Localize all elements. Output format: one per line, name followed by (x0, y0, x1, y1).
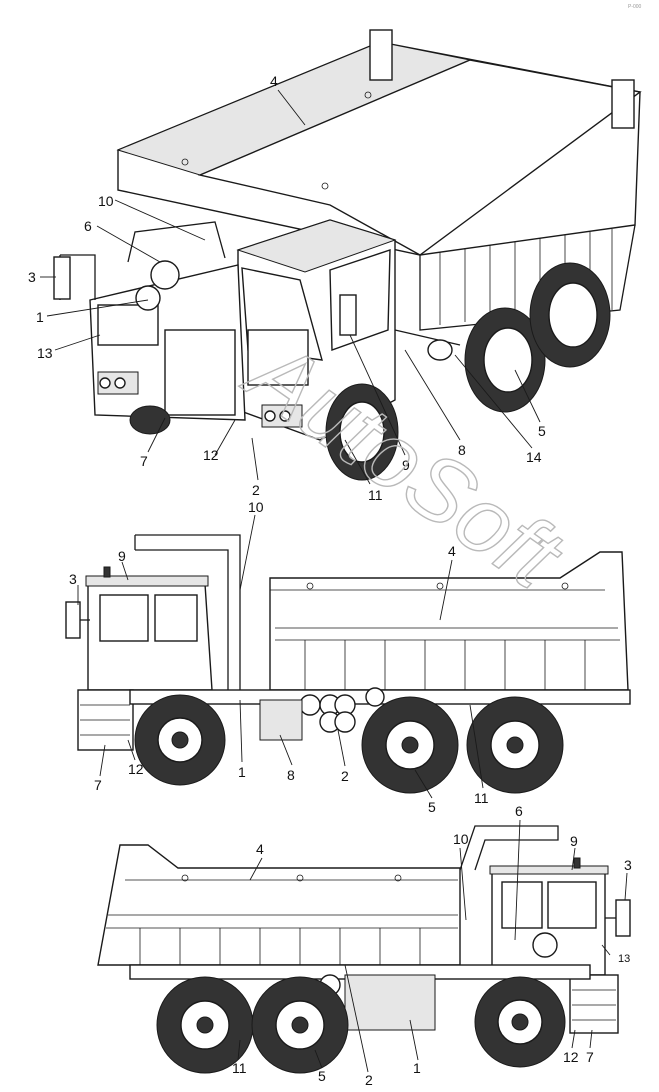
right-callout-8: 5 (318, 1068, 326, 1084)
right-callout-2: 10 (453, 831, 469, 847)
iso-callout-11: 8 (458, 442, 466, 458)
iso-callout-1: 4 (270, 73, 278, 89)
left-callout-5: 7 (94, 777, 102, 793)
side-left-view: 10 9 3 4 7 12 1 8 2 5 11 (65, 499, 631, 815)
iso-callout-10: 9 (402, 457, 410, 473)
iso-leaders (40, 89, 541, 485)
iso-callout-2: 10 (98, 193, 114, 209)
iso-front (53, 221, 309, 428)
right-callout-4: 9 (570, 833, 578, 849)
iso-callout-14: 11 (368, 487, 383, 503)
side-right-view: 4 10 6 9 3 13 11 5 2 1 12 7 (97, 803, 632, 1088)
iso-callout-3: 6 (84, 218, 92, 234)
left-callout-1: 10 (248, 499, 264, 515)
left-callout-8: 8 (287, 767, 295, 783)
left-dump-body (269, 551, 629, 691)
right-callout-11: 12 (563, 1049, 579, 1065)
iso-callout-8: 12 (203, 447, 219, 463)
right-wheels (156, 976, 566, 1074)
right-callout-7: 11 (232, 1060, 247, 1076)
right-callout-1: 4 (256, 841, 264, 857)
right-callout-9: 2 (365, 1072, 373, 1088)
right-cab (489, 857, 631, 1034)
iso-callout-9: 2 (252, 482, 260, 498)
left-wheels (134, 694, 564, 794)
iso-callout-5: 1 (36, 309, 44, 325)
left-callout-3: 3 (69, 571, 77, 587)
left-callout-6: 12 (128, 761, 144, 777)
iso-callout-13: 5 (538, 423, 546, 439)
right-callout-5: 3 (624, 857, 632, 873)
left-callout-9: 2 (341, 768, 349, 784)
right-callout-12: 7 (586, 1049, 594, 1065)
isometric-view: 4 10 6 3 1 13 7 12 2 9 8 14 5 11 (28, 29, 642, 503)
right-callout-6: 13 (618, 953, 630, 965)
iso-callout-7: 7 (140, 453, 148, 469)
iso-dump-body (116, 29, 642, 331)
iso-callout-12: 14 (526, 449, 542, 465)
iso-callout-4: 3 (28, 269, 36, 285)
left-chassis-components (259, 687, 385, 741)
left-callout-4: 4 (448, 543, 456, 559)
right-callout-10: 1 (413, 1060, 421, 1076)
left-callout-2: 9 (118, 548, 126, 564)
left-callout-11: 11 (474, 790, 489, 806)
left-callout-10: 5 (428, 799, 436, 815)
right-dump-body (97, 844, 461, 966)
left-callout-7: 1 (238, 764, 246, 780)
left-cab (65, 566, 213, 751)
right-callout-3: 6 (515, 803, 523, 819)
corner-mark: P-000 (628, 4, 642, 10)
iso-callout-6: 13 (37, 345, 53, 361)
